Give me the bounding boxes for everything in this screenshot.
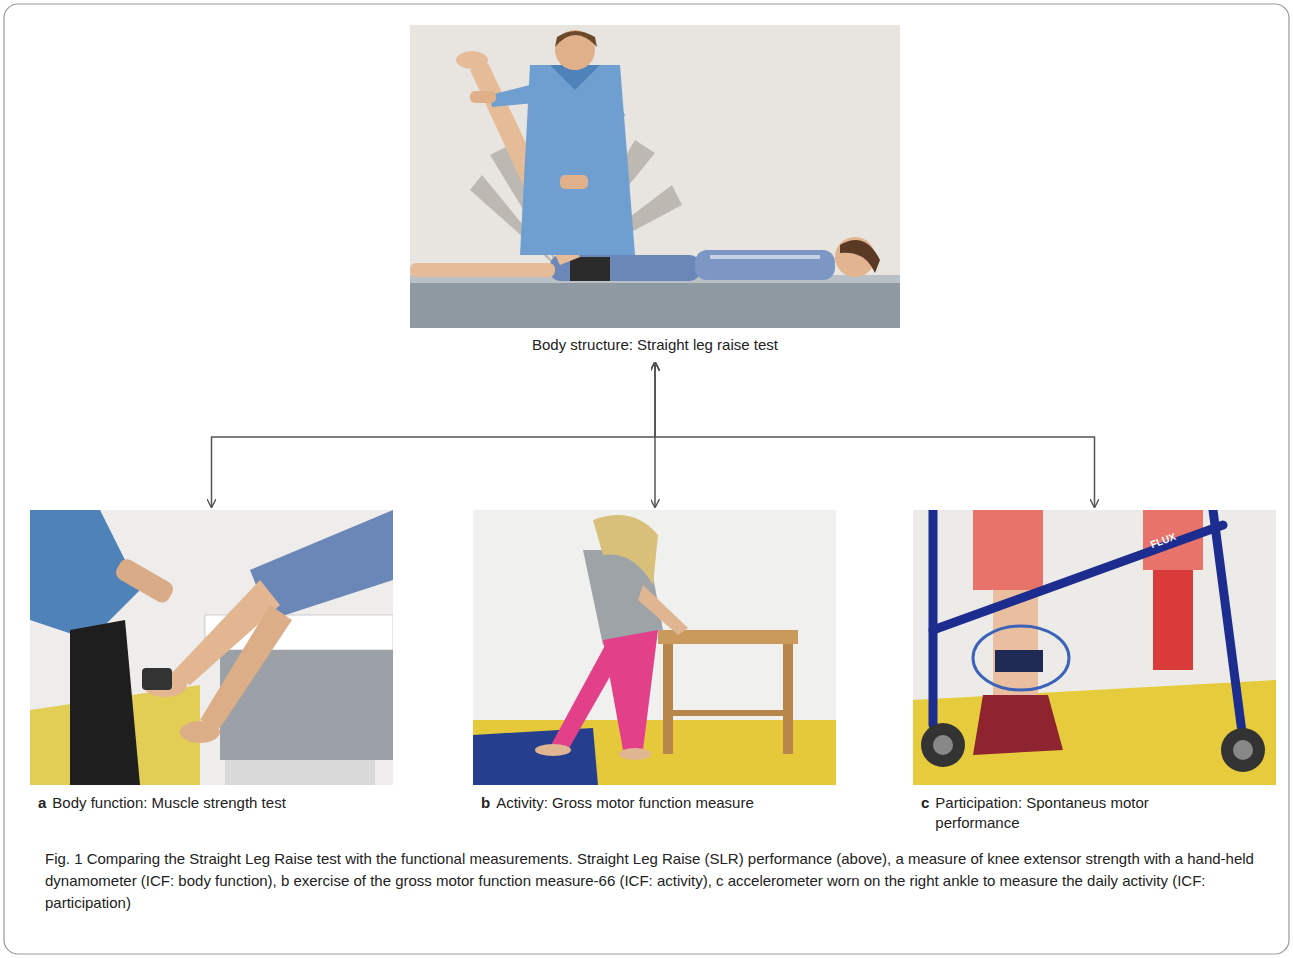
photo-panel: b Activity: Gross motor function measure — [473, 510, 836, 817]
panel-caption: Body structure: Straight leg raise test — [410, 335, 900, 355]
panel-caption-row: a Body function: Muscle strength test — [30, 793, 393, 813]
accelerometer-photo — [913, 510, 1276, 785]
strength-photo — [30, 510, 393, 785]
panel-caption-row: b Activity: Gross motor function measure — [473, 793, 836, 813]
connector-arrow — [212, 363, 656, 508]
panel-caption: Body function: Muscle strength test — [52, 793, 285, 813]
photo-panel: c Participation: Spontaneus motor perform… — [913, 510, 1276, 836]
panel-letter: b — [481, 793, 490, 813]
panel-letter: a — [38, 793, 46, 813]
panel-letter: c — [921, 793, 929, 813]
frame-border — [4, 4, 1289, 954]
gmfm-photo — [473, 510, 836, 785]
panel-caption-row: c Participation: Spontaneus motor perform… — [913, 793, 1276, 832]
photo-panel: a Body function: Muscle strength test — [30, 510, 393, 817]
panel-caption: Participation: Spontaneus motor performa… — [935, 793, 1165, 832]
photo-panel: Body structure: Straight leg raise test — [410, 25, 900, 359]
slr-photo — [410, 25, 900, 328]
connector-arrow — [655, 363, 1095, 508]
panel-caption: Activity: Gross motor function measure — [496, 793, 754, 813]
figure-caption: Fig. 1 Comparing the Straight Leg Raise … — [45, 848, 1255, 913]
